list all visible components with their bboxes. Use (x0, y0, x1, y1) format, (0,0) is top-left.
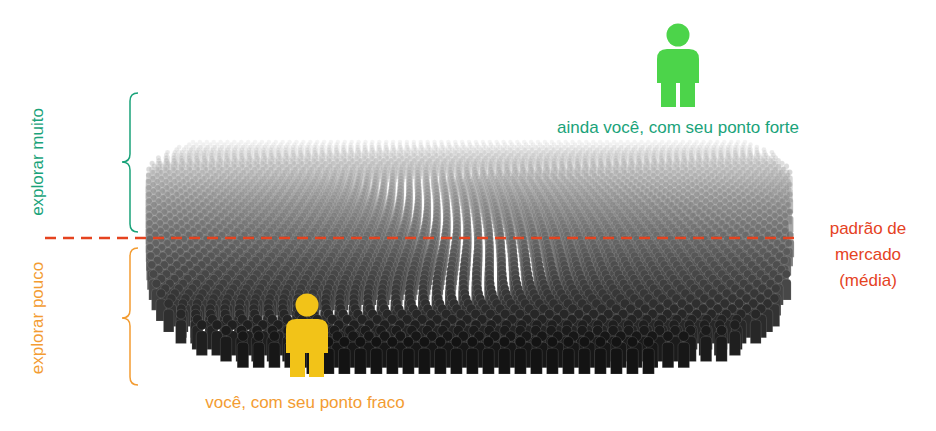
crowd (146, 140, 794, 374)
